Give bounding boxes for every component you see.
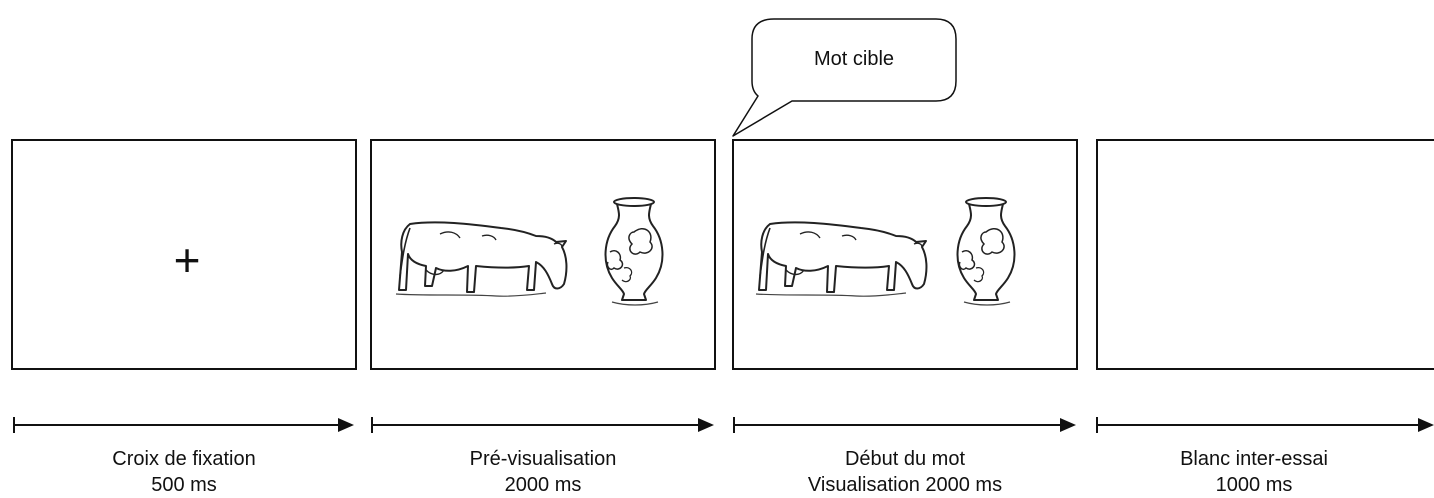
- timeline-arrow: [371, 417, 714, 433]
- phase-duration: 1000 ms: [1215, 474, 1293, 496]
- phase-label-blank: Blanc inter-essai 1000 ms: [1074, 446, 1434, 498]
- screen-preview: [370, 139, 716, 370]
- phase-duration: Visualisation 2000 ms: [807, 474, 1003, 496]
- phase-label-fixation: Croix de fixation 500 ms: [4, 446, 364, 498]
- phase-duration: 2000 ms: [504, 474, 582, 496]
- speech-bubble: [732, 18, 957, 137]
- timeline-arrow: [733, 417, 1076, 433]
- timeline-arrow: [13, 417, 354, 433]
- phase-name: Pré-visualisation: [469, 448, 617, 470]
- phase-duration: 500 ms: [151, 474, 217, 496]
- timeline-arrow: [1096, 417, 1434, 433]
- phase-name: Début du mot: [844, 448, 966, 470]
- phase-name: Croix de fixation: [112, 448, 256, 470]
- speech-bubble-text: Mot cible: [813, 48, 895, 70]
- screen-blank: [1096, 139, 1434, 370]
- screen-word-onset: [732, 139, 1078, 370]
- phase-name: Blanc inter-essai: [1180, 448, 1328, 470]
- phase-label-word-onset: Début du mot Visualisation 2000 ms: [725, 446, 1085, 498]
- screen-fixation: [11, 139, 357, 370]
- fixation-cross: +: [174, 234, 201, 286]
- phase-label-preview: Pré-visualisation 2000 ms: [363, 446, 723, 498]
